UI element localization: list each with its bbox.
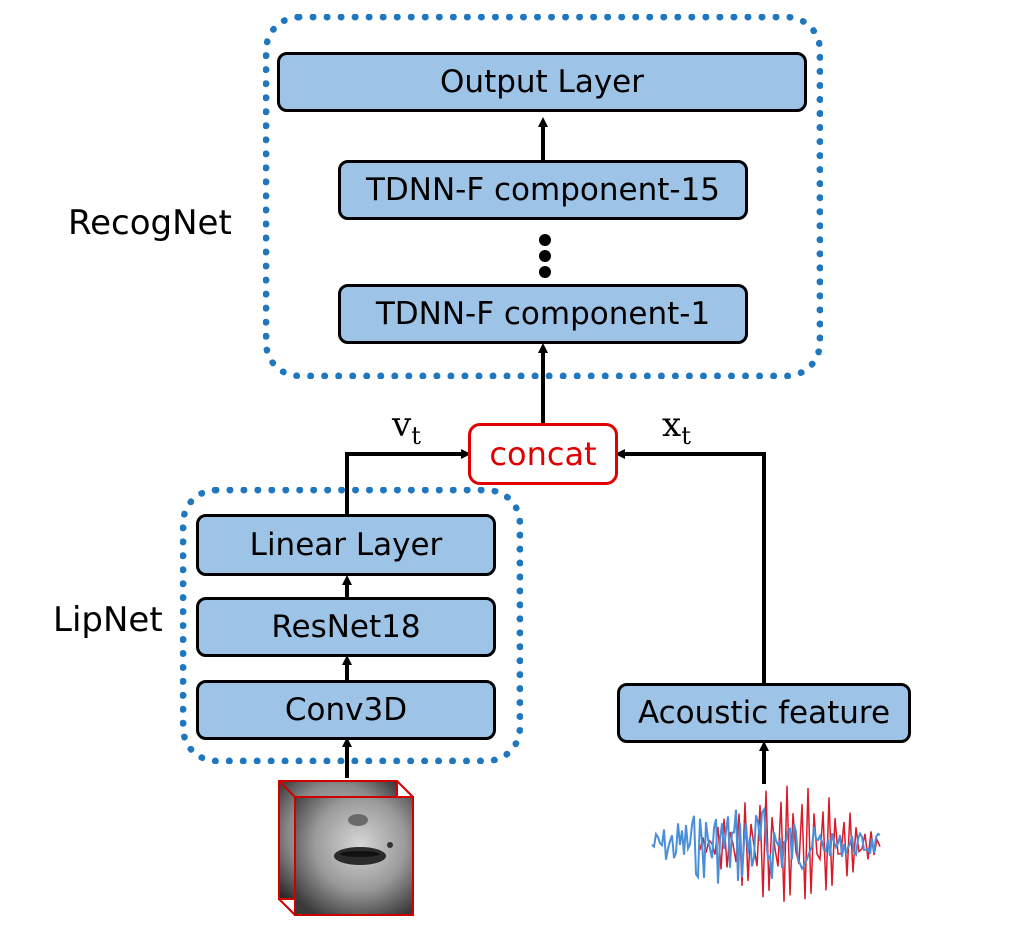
x-t-label: xt [662,405,691,450]
ellipsis-dots [539,234,551,278]
resnet18-block: ResNet18 [196,597,496,657]
tdnn-component-1-block: TDNN-F component-1 [338,284,748,344]
v-base: v [392,405,412,445]
conv3d-block: Conv3D [196,680,496,740]
x-sub: t [681,421,691,450]
arrow-acoustic-to-concat [615,449,766,683]
v-sub: t [411,421,421,450]
recognet-label: RecogNet [68,203,232,243]
concat-node: concat [468,423,618,485]
acoustic-feature-block: Acoustic feature [617,683,911,743]
arrow-linear-to-concat [345,449,471,514]
tdnn-component-15-block: TDNN-F component-15 [338,160,748,220]
output-layer-block: Output Layer [277,52,807,112]
linear-layer-block: Linear Layer [196,514,496,576]
lipnet-label: LipNet [53,600,163,640]
v-t-label: vt [392,405,421,450]
lipnet-group [180,487,523,764]
x-base: x [662,405,682,445]
